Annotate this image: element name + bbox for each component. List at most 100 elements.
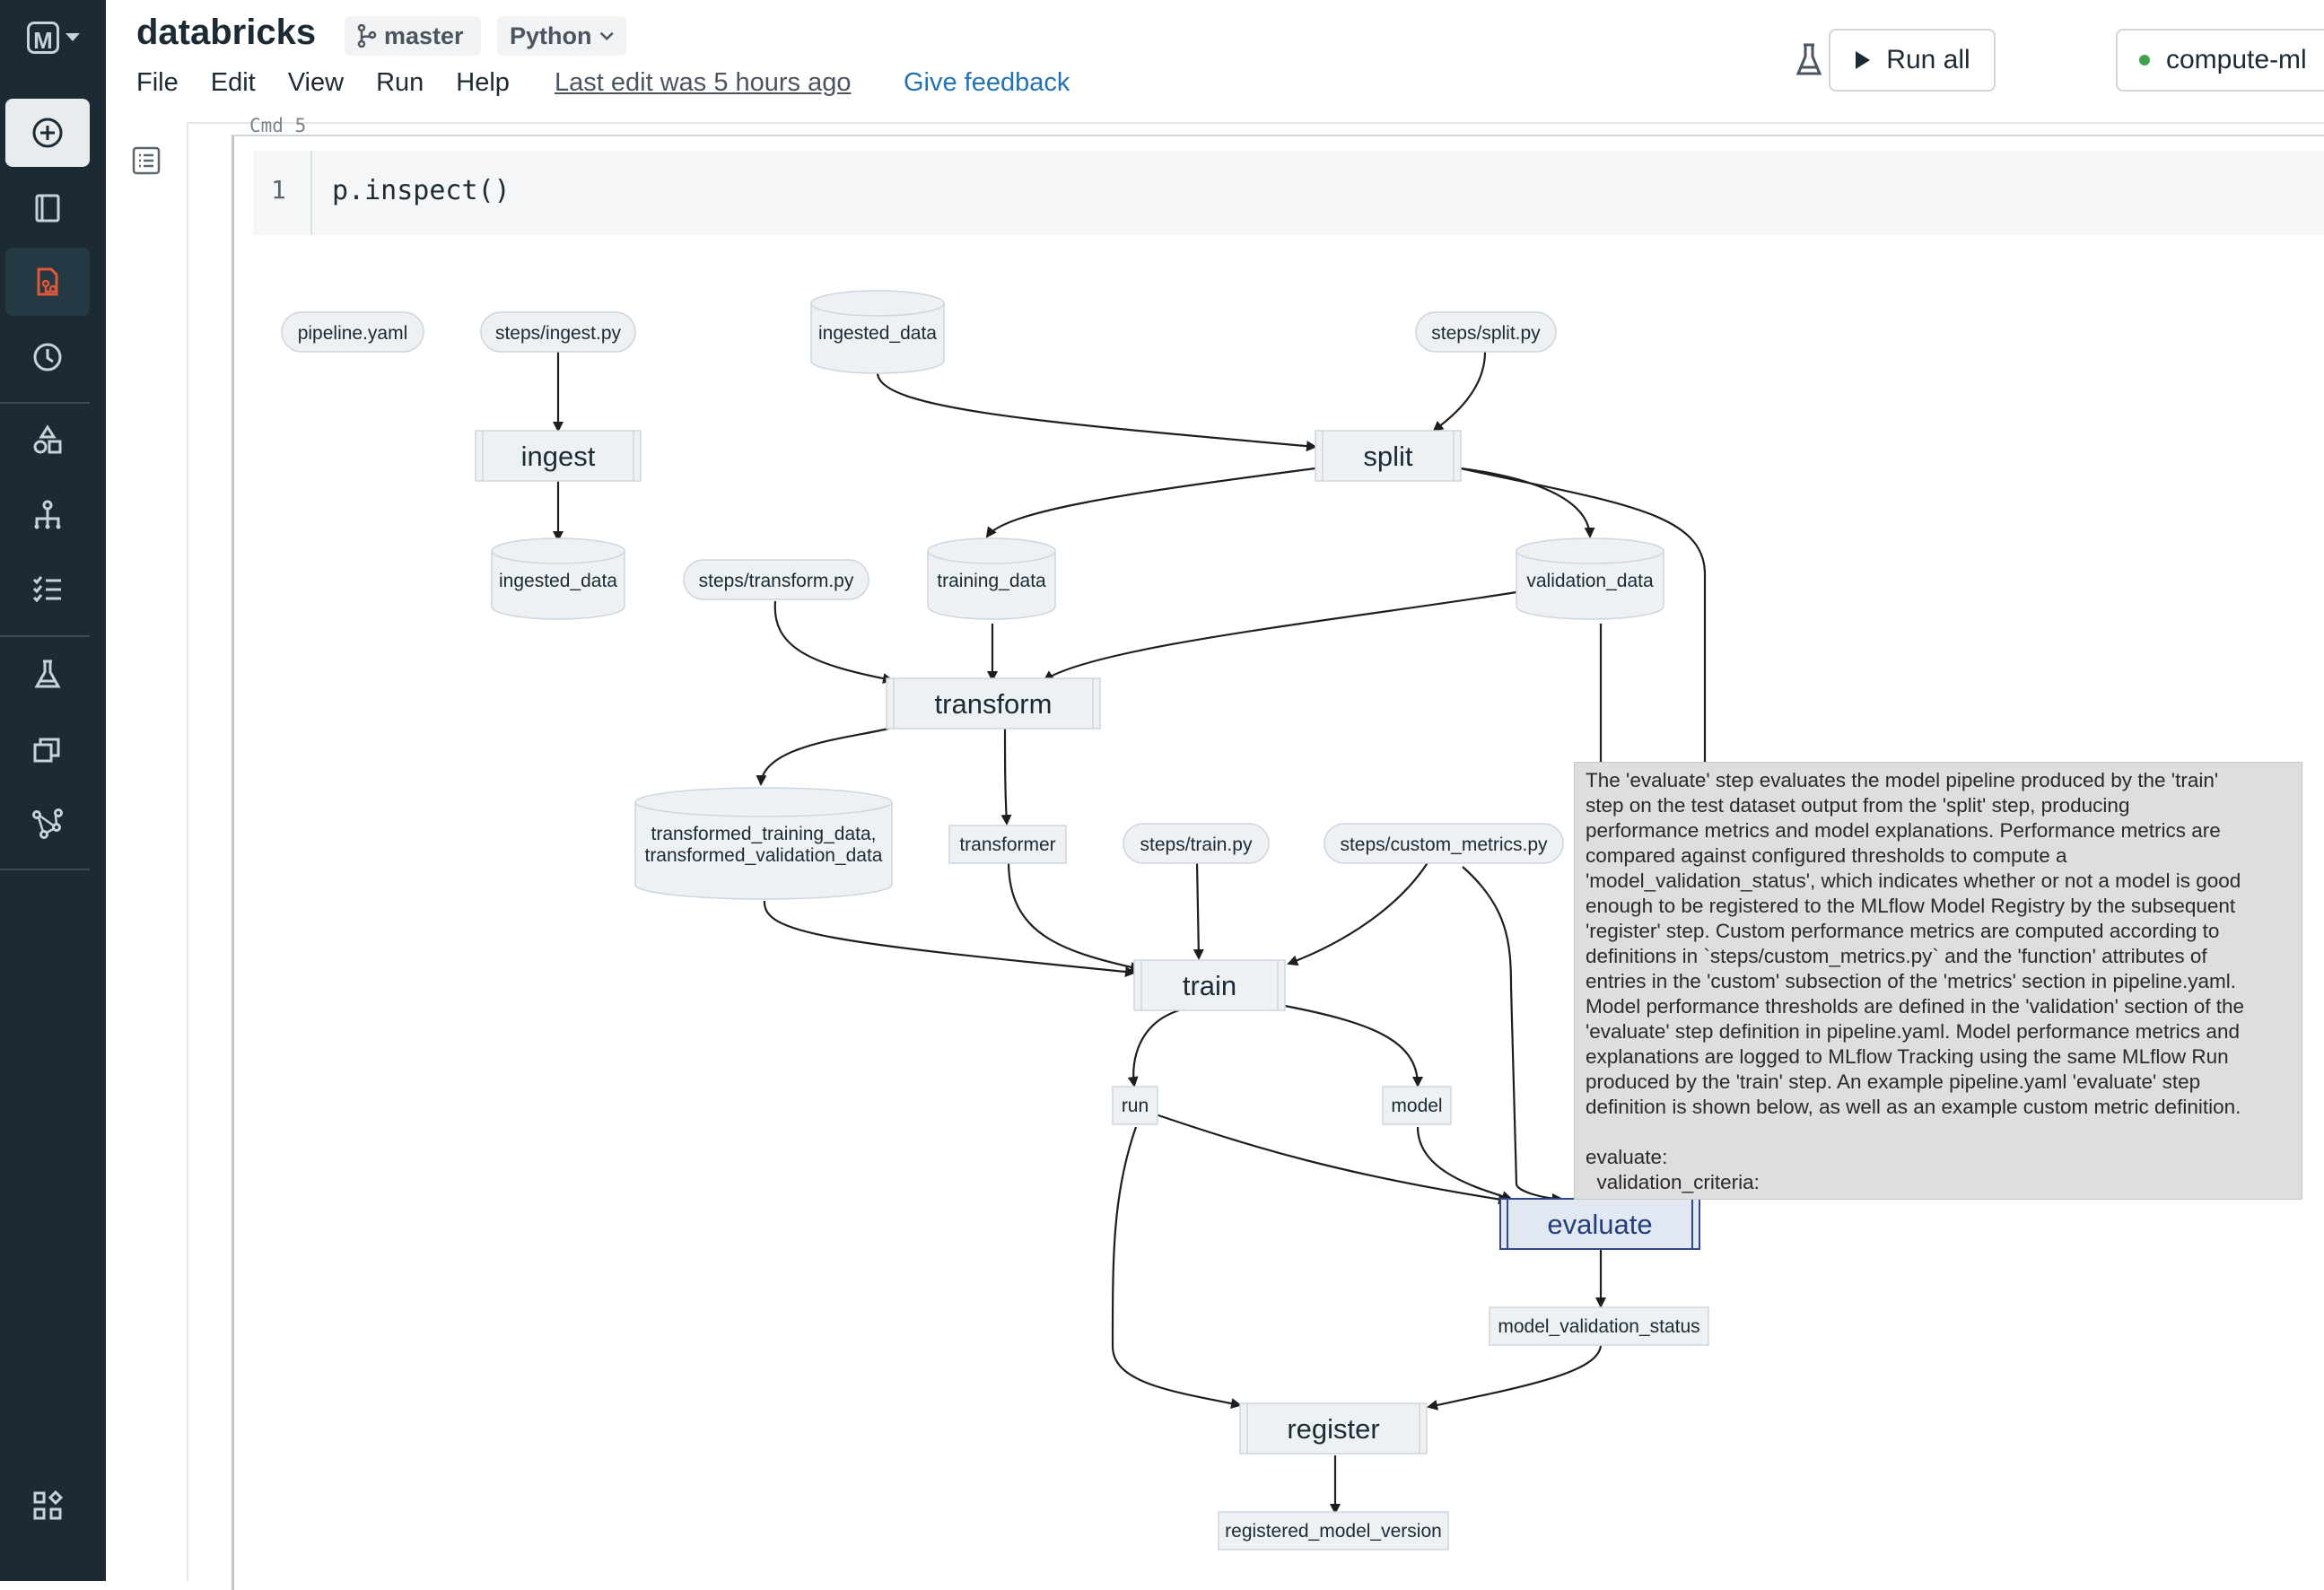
pipelines-nav[interactable]: [5, 248, 90, 316]
chevron-down-icon: [66, 33, 80, 41]
node-steps-transform: steps/transform.py: [683, 559, 869, 600]
step-split[interactable]: split: [1315, 430, 1462, 482]
edge: [1284, 1004, 1423, 1088]
step-register[interactable]: register: [1239, 1402, 1428, 1455]
workspace-switcher[interactable]: M: [27, 20, 90, 56]
step-ingest[interactable]: ingest: [475, 430, 642, 482]
svg-text:steps/ingest.py: steps/ingest.py: [495, 323, 622, 344]
flask-icon[interactable]: [1789, 39, 1829, 79]
new-button[interactable]: [5, 99, 90, 167]
serving-nav[interactable]: [5, 790, 90, 858]
node-steps-train: steps/train.py: [1123, 823, 1270, 864]
menu-view[interactable]: View: [287, 68, 345, 97]
branch-selector[interactable]: master: [345, 16, 481, 56]
svg-text:train: train: [1183, 970, 1236, 1001]
marketplace-nav[interactable]: [5, 1472, 90, 1540]
edge: [1000, 728, 1012, 826]
svg-text:steps/split.py: steps/split.py: [1431, 323, 1541, 344]
tooltip-line: evaluate:: [1586, 1146, 1668, 1168]
workspace-nav[interactable]: [5, 174, 90, 242]
experiments-nav[interactable]: [5, 641, 90, 709]
git-branch-icon: [357, 24, 377, 48]
step-train[interactable]: train: [1133, 959, 1286, 1011]
svg-text:transformer: transformer: [959, 834, 1055, 855]
svg-text:model_validation_status: model_validation_status: [1498, 1316, 1699, 1337]
node-ingested-data-output: ingested_data: [491, 537, 625, 620]
edge: [876, 372, 1317, 452]
table-of-contents-icon[interactable]: [131, 145, 162, 176]
edge: [1460, 467, 1710, 773]
menu-edit[interactable]: Edit: [210, 68, 256, 97]
code-editor[interactable]: 1 p.inspect(): [253, 151, 2324, 235]
tooltip-line: compared against configured thresholds t…: [1586, 844, 2067, 867]
run-all-button[interactable]: Run all: [1829, 29, 1996, 92]
language-name: Python: [510, 22, 592, 49]
tooltip-line: explanations are logged to MLflow Tracki…: [1586, 1045, 2229, 1068]
node-transformed-data: transformed_training_data, transformed_v…: [634, 787, 893, 900]
svg-text:evaluate: evaluate: [1547, 1209, 1652, 1240]
last-edit-link[interactable]: Last edit was 5 hours ago: [555, 68, 852, 97]
shapes-icon: [33, 424, 62, 454]
rail-divider: [0, 869, 90, 870]
tooltip-line: entries in the 'custom' subsection of th…: [1586, 970, 2237, 992]
step-evaluate[interactable]: evaluate: [1499, 1198, 1700, 1250]
compute-name: compute-ml: [2166, 45, 2307, 74]
pipeline-icon: [37, 267, 58, 296]
edge: [985, 467, 1316, 538]
svg-text:register: register: [1287, 1413, 1379, 1445]
node-transformer: transformer: [948, 825, 1067, 864]
tooltip-line: step on the test dataset output from the…: [1586, 794, 2130, 817]
tooltip-line: validation_criteria:: [1586, 1171, 1760, 1193]
edge: [1427, 1345, 1603, 1411]
play-icon: [1856, 51, 1871, 69]
recents-nav[interactable]: [5, 323, 90, 391]
svg-text:steps/train.py: steps/train.py: [1140, 834, 1253, 855]
edge: [1155, 1113, 1509, 1205]
tooltip-line: definition is shown below, as well as an…: [1586, 1096, 2241, 1118]
history-icon: [33, 343, 62, 371]
step-transform[interactable]: transform: [886, 677, 1101, 729]
tooltip-line: enough to be registered to the MLflow Mo…: [1586, 895, 2236, 917]
flask-icon: [34, 660, 61, 688]
models-nav[interactable]: [5, 481, 90, 549]
menu-help[interactable]: Help: [456, 68, 510, 97]
compute-selector[interactable]: compute-ml: [2116, 29, 2324, 92]
node-registered-model-version: registered_model_version: [1218, 1511, 1449, 1551]
node-model-validation-status: model_validation_status: [1489, 1306, 1709, 1346]
svg-text:steps/transform.py: steps/transform.py: [699, 571, 854, 591]
svg-text:transformed_training_data,: transformed_training_data,: [651, 824, 877, 844]
editor-gutter: [310, 151, 312, 235]
language-selector[interactable]: Python: [497, 16, 626, 56]
tooltip-line: Model performance thresholds are defined…: [1586, 995, 2245, 1018]
toc-column: [106, 122, 188, 1581]
chevron-down-icon: [599, 31, 614, 41]
edge: [1462, 866, 1563, 1204]
line-number: 1: [271, 175, 286, 205]
edge: [1111, 1126, 1242, 1409]
hierarchy-icon: [34, 500, 61, 529]
notebook-cell[interactable]: [232, 135, 2324, 1590]
svg-text:steps/custom_metrics.py: steps/custom_metrics.py: [1340, 834, 1548, 855]
edge: [756, 727, 889, 786]
checklist-icon: [32, 576, 61, 603]
edge: [1416, 1126, 1513, 1201]
tooltip-line: definitions in `steps/custom_metrics.py`…: [1586, 945, 2207, 967]
features-nav[interactable]: [5, 406, 90, 474]
copy-icon: [33, 738, 60, 763]
code-line[interactable]: p.inspect(): [332, 175, 511, 206]
node-run: run: [1112, 1086, 1158, 1125]
svg-text:ingest: ingest: [521, 441, 596, 472]
notebook-icon: [35, 194, 60, 223]
menu-file[interactable]: File: [136, 68, 179, 97]
compute-nav[interactable]: [5, 716, 90, 784]
menu-bar: File Edit View Run Help: [136, 68, 542, 98]
give-feedback-link[interactable]: Give feedback: [904, 68, 1070, 97]
tooltip-line: 'model_validation_status', which indicat…: [1586, 869, 2241, 892]
jobs-nav[interactable]: [5, 555, 90, 623]
svg-text:ingested_data: ingested_data: [499, 571, 617, 591]
menu-run[interactable]: Run: [376, 68, 424, 97]
svg-text:training_data: training_data: [937, 571, 1046, 591]
node-model: model: [1382, 1086, 1452, 1125]
node-steps-ingest: steps/ingest.py: [480, 311, 636, 353]
